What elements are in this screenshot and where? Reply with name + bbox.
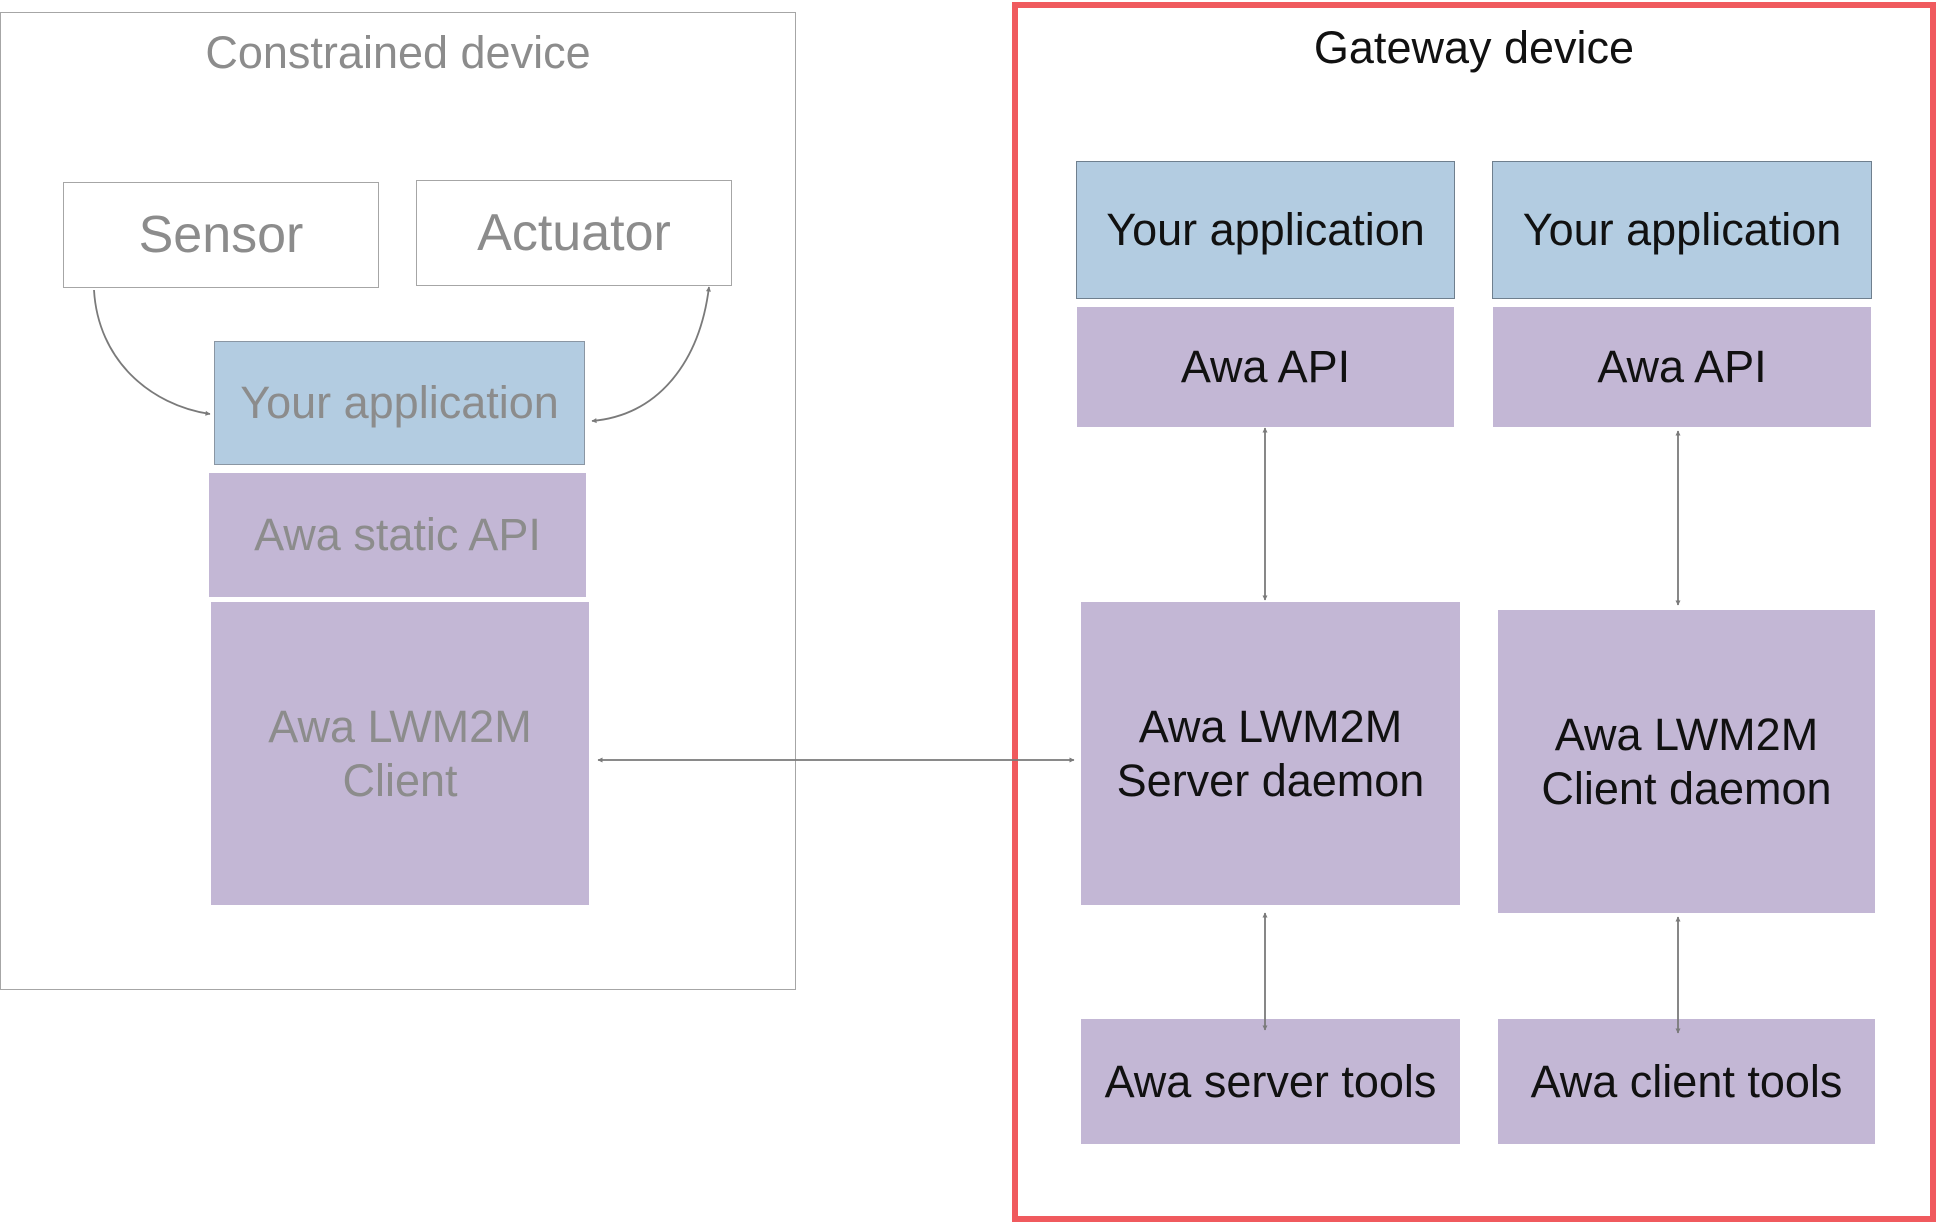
client-column-api-label: Awa API	[1597, 341, 1767, 392]
client-column-application-box: Your application	[1492, 161, 1872, 299]
client-column-api-box: Awa API	[1493, 307, 1871, 427]
constrained-device-title: Constrained device	[205, 27, 591, 78]
constrained-application-label: Your application	[240, 377, 559, 428]
server-tools-label: Awa server tools	[1104, 1055, 1437, 1107]
client-tools-box: Awa client tools	[1498, 1019, 1875, 1144]
server-daemon-label: Awa LWM2M Server daemon	[1116, 700, 1425, 806]
server-tools-box: Awa server tools	[1081, 1019, 1460, 1144]
server-column-application-label: Your application	[1106, 204, 1425, 255]
actuator-label: Actuator	[477, 203, 671, 262]
sensor-to-application-connector	[93, 289, 211, 416]
sensor-box: Sensor	[63, 182, 379, 288]
client-column-application-label: Your application	[1522, 204, 1842, 255]
awa-static-api-label: Awa static API	[254, 509, 541, 560]
server-daemon-box: Awa LWM2M Server daemon	[1081, 602, 1460, 905]
server-column-api-box: Awa API	[1077, 307, 1454, 427]
application-actuator-connector	[591, 286, 711, 424]
awa-lwm2m-client-box: Awa LWM2M Client	[211, 602, 589, 905]
server-column-application-box: Your application	[1076, 161, 1455, 299]
actuator-box: Actuator	[416, 180, 732, 286]
client-daemon-box: Awa LWM2M Client daemon	[1498, 610, 1875, 913]
sensor-label: Sensor	[138, 205, 304, 264]
client-tools-label: Awa client tools	[1530, 1055, 1843, 1107]
constrained-application-box: Your application	[214, 341, 585, 465]
server-column-api-label: Awa API	[1180, 341, 1351, 392]
client-daemon-label: Awa LWM2M Client daemon	[1541, 708, 1832, 814]
gateway-device-title: Gateway device	[1313, 22, 1635, 73]
awa-static-api-box: Awa static API	[209, 473, 586, 597]
awa-lwm2m-client-label: Awa LWM2M Client	[268, 700, 532, 806]
